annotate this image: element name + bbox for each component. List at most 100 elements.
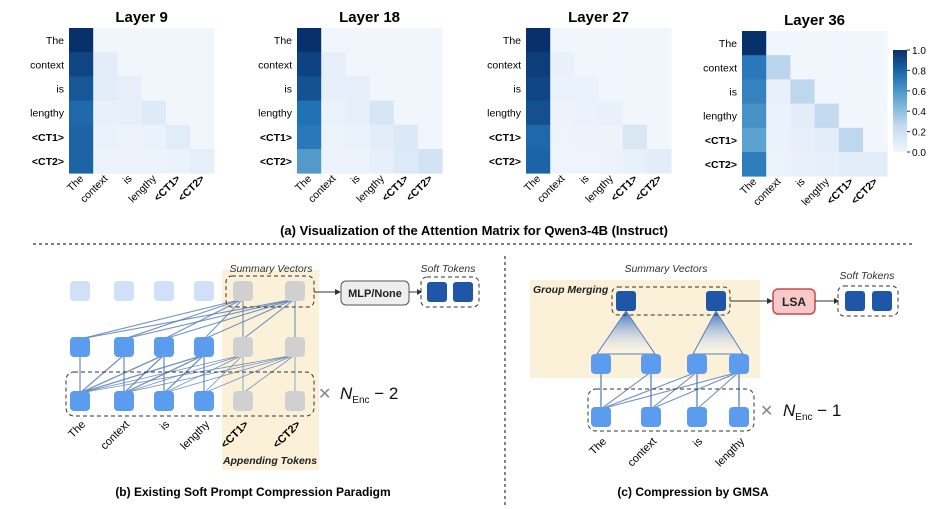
heatmap-cell — [550, 52, 575, 77]
heatmap-cell — [790, 31, 815, 56]
token-label: The — [587, 436, 609, 458]
heatmap-cell — [838, 79, 864, 104]
gmsa-diagram: Summary Vectors Group Merging LSA Soft T… — [530, 263, 899, 499]
summary-vector — [616, 291, 636, 311]
heatmap-cell — [742, 31, 767, 56]
heatmap-cell — [190, 100, 215, 126]
heatmap-cell — [345, 149, 370, 174]
heatmap-cell — [369, 76, 395, 101]
summary-vectors-label: Summary Vectors — [624, 263, 708, 275]
input-token — [641, 407, 661, 427]
input-token — [194, 391, 214, 411]
heatmap-row-label: The — [719, 38, 737, 50]
token-label: context — [626, 436, 660, 470]
heatmap-cell — [369, 149, 395, 174]
heatmap-row-label: is — [513, 84, 521, 96]
connection-line — [79, 354, 296, 394]
heatmap-row-label: <CT1> — [489, 132, 521, 144]
input-token — [233, 391, 253, 411]
heatmap-cell — [141, 124, 167, 150]
heatmap-cell — [190, 28, 215, 53]
heatmap-cell — [622, 28, 648, 53]
hidden-token — [233, 337, 253, 357]
colorbar-ticks: 1.00.80.60.40.20.0 — [907, 46, 926, 159]
heatmap-cell — [321, 149, 346, 174]
mlp-box — [340, 280, 410, 306]
hidden-token — [70, 337, 90, 357]
connection-line — [123, 354, 244, 394]
repeat-cross-icon: ✕ — [318, 386, 331, 403]
heatmap-layer: Layer 36TheThecontextcontextisislengthyl… — [703, 12, 888, 208]
heatmap-cell — [814, 55, 840, 80]
heatmap-cell — [766, 103, 791, 129]
heatmap-cell — [647, 76, 672, 101]
heatmap-title: Layer 9 — [115, 9, 168, 26]
connection-line — [650, 371, 698, 410]
heatmap-cell — [418, 52, 443, 77]
heatmap-cell — [69, 28, 94, 53]
heatmap-cell — [574, 52, 599, 77]
heatmap-row-label: context — [30, 59, 64, 71]
heatmap-cell — [69, 149, 94, 174]
caption-a: (a) Visualization of the Attention Matri… — [280, 223, 668, 238]
connection-line — [203, 354, 244, 394]
token-nodes — [70, 281, 305, 411]
merge-triangle — [692, 310, 744, 355]
connection-line — [600, 371, 698, 410]
heatmap-cell — [93, 52, 118, 77]
heatmap-cell — [393, 100, 419, 126]
appending-tokens-label: Appending Tokens — [222, 455, 317, 467]
input-token — [285, 391, 305, 411]
heatmap-cell — [814, 103, 840, 129]
lsa-label: LSA — [782, 295, 806, 309]
heatmap-cell — [165, 52, 191, 77]
heatmap-cell — [863, 127, 888, 153]
heatmap-cell — [742, 127, 767, 153]
heatmap-row-label: The — [274, 35, 292, 47]
connection-line — [163, 354, 244, 394]
token-label: is — [158, 418, 172, 432]
hidden-token — [729, 354, 749, 374]
heatmap-row-label: lengthy — [30, 108, 65, 120]
heatmap-cell — [838, 55, 864, 80]
heatmap-cell — [369, 124, 395, 150]
heatmap-col-label: lengthy — [799, 175, 832, 208]
heatmap-row-label: <CT2> — [260, 156, 292, 168]
connection-line — [242, 354, 296, 394]
connection-line — [242, 298, 296, 340]
heatmap-cell — [814, 127, 840, 153]
heatmap-cell — [117, 124, 142, 150]
connection-line — [600, 371, 740, 410]
heatmap-row-label: is — [729, 87, 737, 99]
summary-vector — [706, 291, 726, 311]
caption-b: (b) Existing Soft Prompt Compression Par… — [115, 485, 390, 499]
input-token — [591, 407, 611, 427]
heatmap-cell — [526, 100, 551, 126]
heatmap-cell — [393, 52, 419, 77]
heatmap-cell — [117, 149, 142, 174]
layer-dashed-box — [587, 388, 755, 432]
heatmap-cell — [369, 100, 395, 126]
heatmap-cell — [69, 100, 94, 126]
heatmap-cell — [93, 100, 118, 126]
group-merging-label: Group Merging — [533, 284, 609, 296]
heatmap-cell — [93, 28, 118, 53]
colorbar-tick-label: 0.2 — [912, 128, 926, 139]
heatmap-cell — [766, 152, 791, 177]
heatmap-col-label: context — [751, 176, 783, 208]
faded-token — [194, 281, 214, 301]
soft-tokens-dashed-box — [420, 276, 480, 308]
summary-vectors-label: Summary Vectors — [229, 263, 313, 275]
heatmap-cell — [838, 103, 864, 129]
existing-paradigm-diagram: Summary Vectors MLP/None Soft Tokens The… — [65, 263, 480, 499]
heatmap-cell — [742, 103, 767, 129]
heatmap-cell — [321, 76, 346, 101]
heatmap-cell — [622, 52, 648, 77]
colorbar-tick-label: 0.0 — [912, 148, 926, 159]
heatmap-col-label: is — [578, 173, 592, 187]
heatmap-cell — [742, 79, 767, 104]
heatmap-row-label: context — [487, 59, 521, 71]
heatmap-row-label: The — [46, 35, 64, 47]
hidden-token — [687, 354, 707, 374]
repeat-cross-icon: ✕ — [760, 403, 773, 420]
